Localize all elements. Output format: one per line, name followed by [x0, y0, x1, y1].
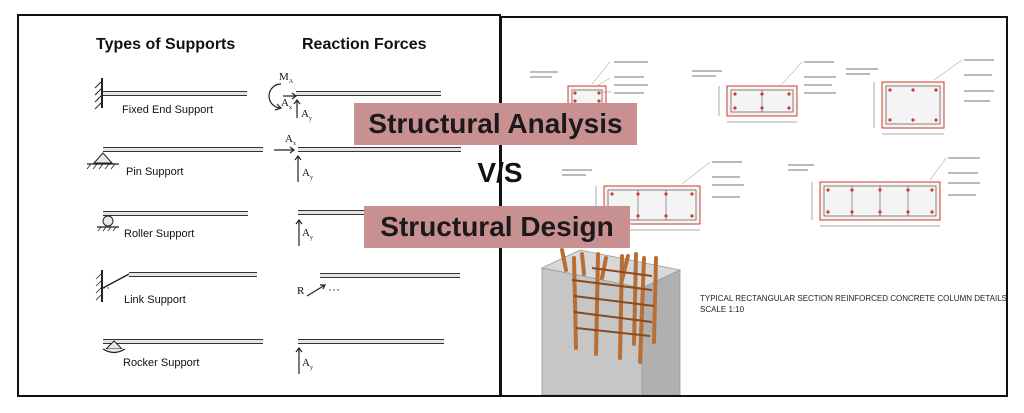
- pin-support-icon: [86, 152, 119, 170]
- link-reaction-beam: [320, 273, 460, 278]
- rocker-reaction-arrow-icon: [295, 347, 303, 374]
- column-section-drawings: [530, 59, 994, 395]
- column-section-3: [846, 59, 994, 135]
- drawing-scale: SCALE 1:10: [700, 305, 745, 314]
- reinforced-column-3d: [540, 248, 682, 395]
- support-label-pin: Pin Support: [126, 166, 184, 178]
- roller-reaction-beam: [298, 210, 368, 215]
- structural-design-title: Structural Design: [364, 206, 630, 248]
- rocker-support-beam: [103, 339, 263, 344]
- support-label-rocker: Rocker Support: [123, 357, 200, 369]
- moment-reaction-icon: [268, 83, 301, 118]
- roller-reaction-arrow-icon: [295, 219, 303, 246]
- support-label-link: Link Support: [124, 294, 186, 306]
- versus-label: V/S: [477, 157, 523, 188]
- link-reaction-arrow-icon: [306, 284, 339, 297]
- pin-support-beam: [103, 147, 263, 152]
- support-label-fixed: Fixed End Support: [122, 104, 214, 116]
- rocker-support-icon: [102, 340, 126, 354]
- pin-reaction-beam: [298, 147, 461, 152]
- support-label-roller: Roller Support: [124, 228, 195, 240]
- ay-label-row3: Ay: [302, 227, 313, 242]
- link-support-beam: [129, 272, 257, 277]
- ay-label-row1: Ay: [301, 108, 312, 123]
- drawing-title: TYPICAL RECTANGULAR SECTION REINFORCED C…: [700, 294, 1007, 303]
- ax-label-row2: Ax: [285, 133, 296, 148]
- column-section-2: [692, 61, 836, 123]
- supports-heading: Types of Supports: [96, 36, 236, 53]
- fixed-support-beam: [103, 91, 247, 96]
- ay-label-row2: Ay: [302, 167, 313, 182]
- column-section-5: [788, 157, 980, 227]
- rocker-reaction-beam: [298, 339, 444, 344]
- pin-reaction-arrows-icon: [274, 146, 302, 182]
- supports-panel: Types of Supports Reaction Forces Fixed …: [17, 14, 501, 397]
- ay-label-row5: Ay: [302, 357, 313, 372]
- r-label: R: [297, 285, 305, 297]
- fixed-wall-icon: [94, 78, 103, 110]
- moment-label: MA: [279, 71, 294, 86]
- reactions-heading: Reaction Forces: [302, 36, 427, 53]
- roller-support-beam: [103, 211, 248, 216]
- ax-label-row1: Ax: [281, 97, 292, 112]
- fixed-reaction-beam: [296, 91, 441, 96]
- link-support-icon: [95, 270, 130, 302]
- roller-support-icon: [97, 215, 119, 232]
- structural-analysis-title: Structural Analysis: [354, 103, 637, 145]
